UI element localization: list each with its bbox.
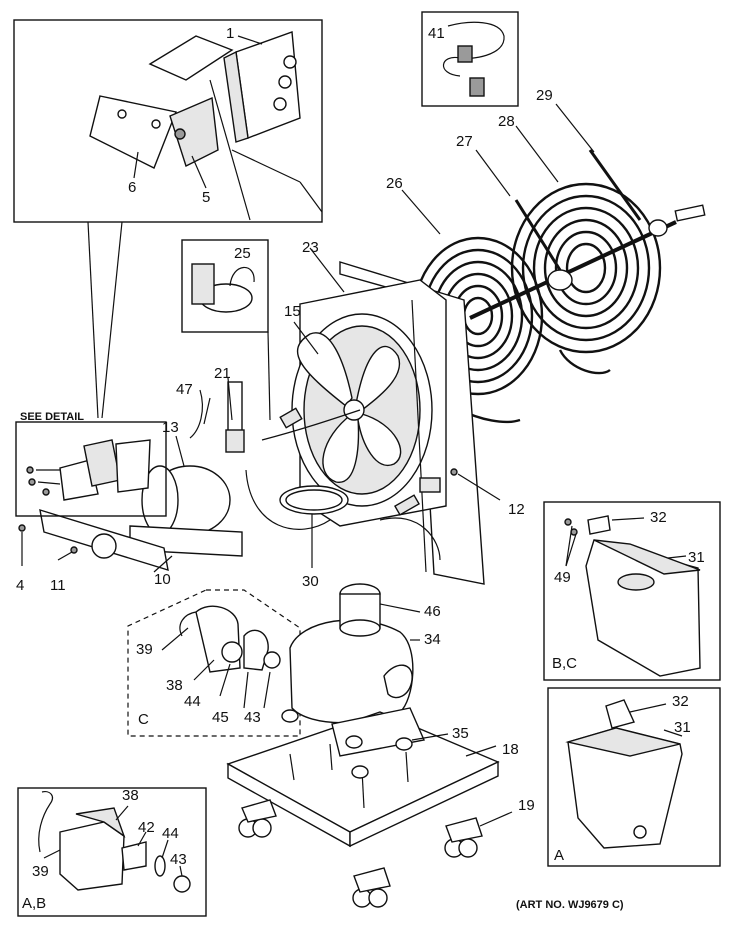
part-label-28: 28 xyxy=(498,113,515,130)
power-cord-panel xyxy=(421,11,519,107)
part-label-43-c: 43 xyxy=(244,709,261,726)
overload-relay-panel-ab xyxy=(17,787,207,917)
part-label-19: 19 xyxy=(518,797,535,814)
fan-shroud xyxy=(291,247,485,585)
part-label-49: 49 xyxy=(554,569,571,586)
part-label-18: 18 xyxy=(502,741,519,758)
left-components xyxy=(18,377,245,573)
variant-c-label: C xyxy=(138,711,149,728)
part-label-44-c: 44 xyxy=(184,693,201,710)
part-label-31-bc: 31 xyxy=(688,549,705,566)
part-label-45: 45 xyxy=(212,709,229,726)
part-label-39-ab: 39 xyxy=(32,863,49,880)
base-plate xyxy=(226,707,500,848)
part-label-38-c: 38 xyxy=(166,677,183,694)
part-label-41: 41 xyxy=(428,25,445,42)
part-label-12: 12 xyxy=(508,501,525,518)
part-label-27: 27 xyxy=(456,133,473,150)
compressor xyxy=(289,583,421,724)
part-label-25: 25 xyxy=(234,245,251,262)
part-label-31-a: 31 xyxy=(674,719,691,736)
part-label-6: 6 xyxy=(128,179,136,196)
part-label-39-c: 39 xyxy=(136,641,153,658)
part-label-38-ab: 38 xyxy=(122,787,139,804)
part-label-32-bc: 32 xyxy=(650,509,667,526)
control-box-detail-panel xyxy=(13,19,323,419)
part-label-15: 15 xyxy=(284,303,301,320)
part-label-5: 5 xyxy=(202,189,210,206)
fan-motor-wiring xyxy=(245,407,501,568)
part-label-29: 29 xyxy=(536,87,553,104)
part-label-46: 46 xyxy=(424,603,441,620)
water-bucket-panel-a xyxy=(547,687,721,867)
right-coil xyxy=(510,182,662,354)
part-label-23: 23 xyxy=(302,239,319,256)
part-label-35: 35 xyxy=(452,725,469,742)
casters xyxy=(238,799,513,908)
part-label-30: 30 xyxy=(302,573,319,590)
fan-blade xyxy=(293,321,402,483)
variant-bc-label: B,C xyxy=(552,655,577,672)
part-callouts: 1 4 5 6 10 11 12 13 15 18 19 21 23 25 26… xyxy=(16,25,705,880)
thermostat-panel xyxy=(181,239,271,421)
part-label-10: 10 xyxy=(154,571,171,588)
variant-a-label: A xyxy=(554,847,564,864)
part-label-26: 26 xyxy=(386,175,403,192)
part-label-1: 1 xyxy=(226,25,234,42)
part-label-21: 21 xyxy=(214,365,231,382)
part-label-13: 13 xyxy=(162,419,179,436)
part-label-47: 47 xyxy=(176,381,193,398)
see-detail-panel xyxy=(15,421,167,517)
part-label-42: 42 xyxy=(138,819,155,836)
part-label-4: 4 xyxy=(16,577,24,594)
part-label-43-ab: 43 xyxy=(170,851,187,868)
part-label-44-ab: 44 xyxy=(162,825,179,842)
variant-ab-label: A,B xyxy=(22,895,46,912)
part-label-34: 34 xyxy=(424,631,441,648)
part-label-32-a: 32 xyxy=(672,693,689,710)
part-label-11: 11 xyxy=(50,577,66,594)
overload-relay-panel-c xyxy=(127,589,301,737)
see-detail-label: SEE DETAIL xyxy=(20,411,84,423)
art-number: (ART NO. WJ9679 C) xyxy=(516,899,624,911)
water-bucket-panel-bc xyxy=(543,501,721,681)
